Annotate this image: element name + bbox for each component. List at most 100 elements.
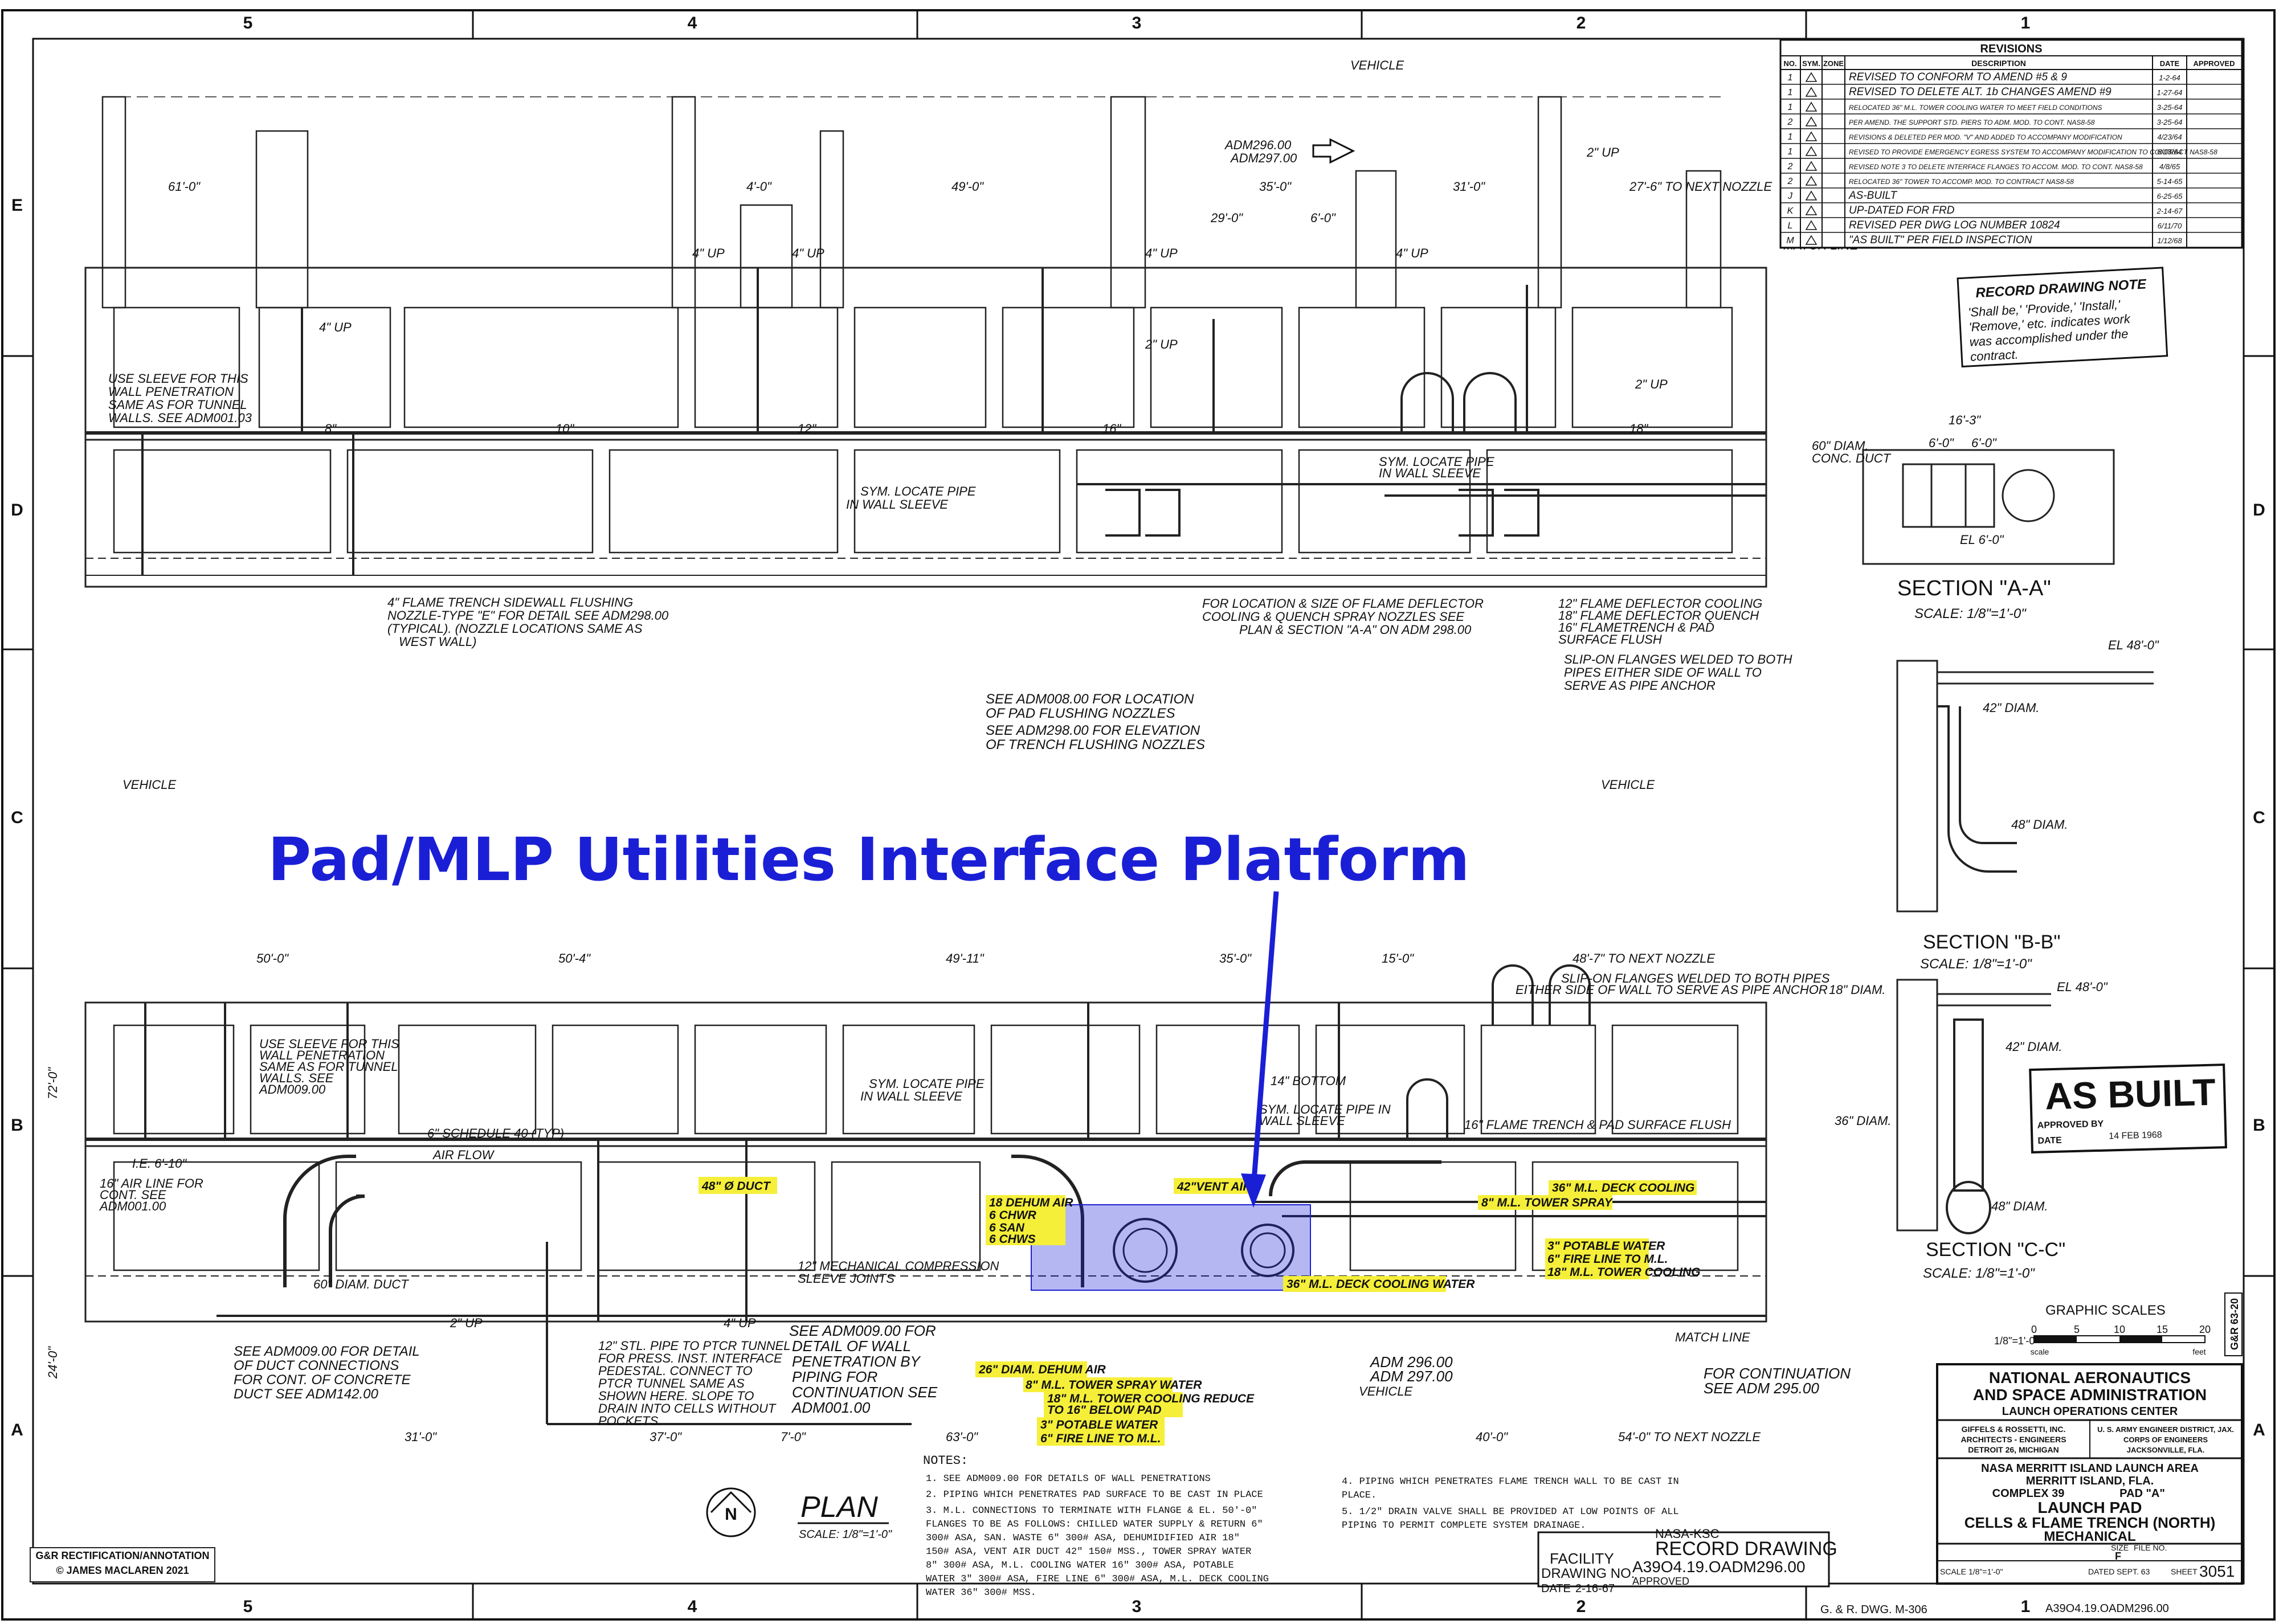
plan-title: PLAN [800,1491,878,1524]
size-value: F [2115,1551,2121,1562]
scale-unit-left: scale [2031,1347,2049,1356]
slip-note-2: PIPES EITHER SIDE OF WALL TO [1564,665,1762,680]
firm-1: GIFFELS & ROSSETTI, INC. [1962,1425,2066,1434]
dim-49-top: 49'-0" [951,179,984,194]
dated-label: DATED [2088,1567,2114,1576]
credit-line-2: © JAMES MACLAREN 2021 [56,1565,189,1576]
sym-b-4: WALL SLEEVE [1259,1114,1345,1128]
note-3c: 300# ASA, SAN. WASTE 6" 300# ASA, DEHUMI… [926,1533,1240,1544]
slip-note-1: SLIP-ON FLANGES WELDED TO BOTH [1564,652,1792,666]
bottom-14-label: 14" BOTTOM [1271,1074,1346,1088]
rev-header-approved: APPROVED [2194,59,2235,68]
sym-b-1: SYM. LOCATE PIPE [869,1077,985,1091]
pipe-18-label: 18" [1629,422,1648,436]
sleeve-b-1: USE SLEEVE FOR THIS [259,1037,399,1051]
schedule-label: 6" SCHEDULE 40 (TYP) [427,1126,564,1140]
zone-row-d-right: D [2253,501,2265,519]
stl-note-6: DRAIN INTO CELLS WITHOUT [598,1401,777,1416]
sec-a-d1: 16'-3" [1949,413,1981,427]
note-2: 2. PIPING WHICH PENETRATES PAD SURFACE T… [926,1490,1263,1500]
dim-6-top: 6'-0" [1310,211,1336,225]
revision-date: 1-27-64 [2157,88,2183,97]
ie-label: I.E. 6'-10" [132,1156,187,1171]
area-2: MERRITT ISLAND, FLA. [2026,1475,2154,1487]
flush-note-3: (TYPICAL). (NOZZLE LOCATIONS SAME AS [387,621,643,636]
up2-b: 2" UP [1145,337,1178,351]
sec-b-42: 42" DIAM. [1983,701,2040,715]
rev-header-sym: SYM. [1802,59,1820,68]
revision-date: 5-14-65 [2157,177,2183,186]
zone-col-4-bottom: 4 [688,1597,697,1616]
sec-a-duct2: CONC. DUCT [1812,451,1892,465]
mech-1: 12" MECHANICAL COMPRESSION [798,1259,999,1273]
sec-c-48: 48" DIAM. [1991,1199,2048,1213]
north-label: N [725,1505,737,1524]
dim-29-top: 29'-0" [1210,211,1243,225]
scale-label: SCALE [1940,1567,1966,1576]
file-no-label: FILE NO. [2134,1543,2167,1552]
dim-61: 61'-0" [168,179,201,194]
scale-tick-15: 15 [2157,1324,2168,1335]
agency-1: NATIONAL AERONAUTICS [1989,1369,2191,1386]
adm9-note-6: ADM001.00 [791,1399,871,1416]
revision-date: 4/8/65 [2159,162,2180,171]
stl-note-5: SHOWN HERE. SLOPE TO [598,1389,754,1403]
bottom-plan [84,964,1767,1425]
area-3: COMPLEX 39 [1992,1487,2065,1500]
firm-3: DETROIT 26, MICHIGAN [1968,1445,2059,1454]
revision-description: "AS BUILT" PER FIELD INSPECTION [1849,234,2032,246]
sec-c-scale: SCALE: 1/8"=1'-0" [1923,1266,2035,1281]
revision-no: 2 [1787,177,1793,186]
adm9-note-1: SEE ADM009.00 FOR [789,1322,936,1339]
hl-tower8: 8" M.L. TOWER SPRAY [1481,1196,1614,1209]
diam60-label: 60" DIAM. DUCT [313,1277,409,1291]
zone-row-d: D [11,501,23,519]
as-built-stamp: AS BUILT APPROVED BY DATE 14 FEB 1968 [2029,1063,2227,1154]
revision-no: 1 [1788,103,1793,112]
sleeve-b-5: ADM009.00 [258,1082,326,1097]
vehicle-top-label: VEHICLE [1350,58,1404,72]
deflector-note-1: FOR LOCATION & SIZE OF FLAME DEFLECTOR [1202,596,1484,611]
sec-a-scale: SCALE: 1/8"=1'-0" [1914,606,2027,621]
revision-date: 4/23/64 [2157,133,2182,141]
sec-b-el: EL 48'-0" [2108,638,2159,652]
dim-24-bottom: 24'-0" [46,1346,60,1379]
section-a-a [1862,449,2115,565]
sleeve-note-2: WALL PENETRATION [108,384,234,399]
zone-row-c-right: C [2253,808,2265,827]
hl-reduce-2: TO 16" BELOW PAD [1047,1404,1162,1417]
flush-note-2: NOZZLE-TYPE "E" FOR DETAIL SEE ADM298.00 [387,608,669,623]
section-b-b [1896,660,2154,913]
continuation-2: SEE ADM 295.00 [1704,1380,1819,1397]
sleeve-note-4: WALLS. SEE ADM001.03 [108,411,252,425]
overlay-arrow-head-icon [1241,1173,1266,1208]
air16-3: ADM001.00 [99,1199,166,1213]
notes-block: NOTES: 1. SEE ADM009.00 FOR DETAILS OF W… [923,1454,1679,1598]
revision-triangle-icon [1805,146,1818,156]
sym-b-2: IN WALL SLEEVE [860,1089,962,1103]
revision-triangle-icon [1805,205,1818,215]
flush-note-4: WEST WALL) [399,635,477,649]
zone-row-a-right: A [2253,1421,2265,1439]
revision-date: 3-25-64 [2157,103,2183,112]
rev-header-zone: ZONE [1823,59,1844,68]
hl-fire6b: 6" FIRE LINE TO M.L. [1040,1432,1161,1445]
revision-description: PER AMEND. THE SUPPORT STD. PIERS TO ADM… [1849,118,2095,126]
revision-no: 1 [1788,147,1793,157]
interface-platform-box [1031,1204,1311,1291]
area-pad: PAD "A" [2119,1487,2165,1500]
rev-header-no: NO. [1783,59,1796,68]
revision-triangle-icon [1805,190,1818,201]
dim-35-bottom: 35'-0" [1219,951,1252,966]
hl-dehum-3: 6 SAN [989,1221,1025,1234]
dim-31-top: 31'-0" [1453,179,1485,194]
dim-15-bottom: 15'-0" [1382,951,1414,966]
note-3b: FLANGES TO BE AS FOLLOWS: CHILLED WATER … [926,1519,1263,1530]
scale-unit-right: feet [2192,1347,2206,1356]
sec-b-title: SECTION "B-B" [1923,931,2060,953]
overlay-title: Pad/MLP Utilities Interface Platform [268,825,1470,894]
note-3d: 150# ASA, VENT AIR DUCT 42" 150# MSS., T… [926,1547,1251,1557]
agency-2: AND SPACE ADMINISTRATION [1973,1386,2207,1404]
sec-c-36: 36" DIAM. [1835,1114,1892,1128]
fd-note-2: 18" FLAME DEFLECTOR QUENCH [1558,608,1759,623]
